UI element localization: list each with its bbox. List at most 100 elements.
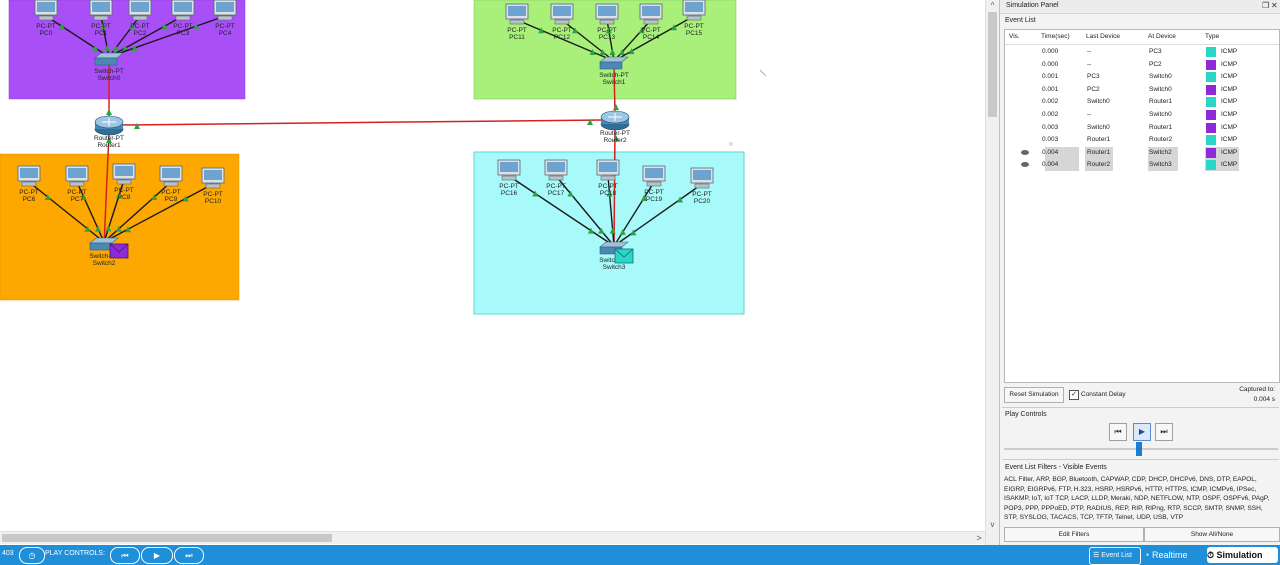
speed-slider-thumb[interactable] <box>1136 442 1142 456</box>
pc-device[interactable] <box>497 159 521 181</box>
router-device[interactable] <box>600 110 630 131</box>
workspace-vertical-scrollbar[interactable]: ^ v <box>985 0 999 545</box>
switch-device[interactable] <box>89 237 119 251</box>
cable-link <box>120 119 604 126</box>
simulation-icon: ⏱ <box>1207 550 1215 560</box>
event-time: 0.004 <box>1042 148 1059 156</box>
pc-device[interactable] <box>171 0 195 21</box>
switch-device[interactable] <box>599 241 629 255</box>
pc-device[interactable] <box>65 165 89 187</box>
switch-device[interactable] <box>94 52 124 66</box>
pc-device[interactable] <box>639 3 663 25</box>
scroll-up-icon[interactable]: ^ <box>990 1 995 10</box>
show-all-none-button[interactable]: Show All/None <box>1144 527 1280 542</box>
pc-device[interactable] <box>201 167 225 189</box>
event-at-device: Switch0 <box>1149 73 1172 81</box>
horizontal-scroll-thumb[interactable] <box>2 534 332 542</box>
pdu-envelope-switch2[interactable] <box>109 243 129 259</box>
pc-type-label: PC-PT <box>173 23 193 30</box>
event-time: 0.000 <box>1042 48 1059 55</box>
constant-delay-checkbox[interactable]: ✓ <box>1069 390 1079 400</box>
pc-device[interactable] <box>596 159 620 181</box>
link-up-indicator <box>677 196 683 203</box>
pc-device[interactable] <box>690 167 714 189</box>
pc-device[interactable] <box>17 165 41 187</box>
link-up-indicator <box>638 27 645 34</box>
event-type: ICMP <box>1221 85 1238 93</box>
event-list-header: Vis. Time(sec) Last Device At Device Typ… <box>1005 30 1279 45</box>
simulation-mode-tab[interactable]: ⏱ Simulation <box>1207 547 1278 563</box>
event-list-toggle-button[interactable]: ☰ Event List <box>1089 547 1141 565</box>
pc-device[interactable] <box>159 165 183 187</box>
event-color-swatch <box>1206 160 1216 171</box>
pc-device[interactable] <box>89 0 113 21</box>
constant-delay-label: Constant Delay <box>1081 391 1126 398</box>
event-time: 0.003 <box>1042 123 1059 131</box>
realtime-clock-icon: ◔ <box>1144 550 1150 560</box>
realtime-mode-tab[interactable]: ◔ Realtime <box>1144 547 1206 563</box>
simulation-panel: Simulation Panel ❐ ✕ Event List Vis. Tim… <box>999 0 1280 545</box>
reset-time-button[interactable]: ◷ <box>19 547 45 564</box>
eye-icon[interactable] <box>1021 162 1029 168</box>
event-list-table[interactable]: Vis. Time(sec) Last Device At Device Typ… <box>1004 29 1280 383</box>
event-last-device: Switch0 <box>1087 98 1110 106</box>
switch-name-label: Switch2 <box>93 260 116 267</box>
time-readout: 403 <box>2 550 14 557</box>
pc-device[interactable] <box>642 165 666 187</box>
play-button[interactable]: ▶ <box>1133 423 1151 441</box>
scroll-down-icon[interactable]: v <box>990 520 995 529</box>
vertical-scroll-thumb[interactable] <box>988 12 997 117</box>
reset-simulation-button[interactable]: Reset Simulation <box>1004 387 1064 403</box>
pc-type-label: PC-PT <box>644 189 664 196</box>
pc-device[interactable] <box>550 3 574 25</box>
pc-device[interactable] <box>505 3 529 25</box>
pc-device[interactable] <box>34 0 58 21</box>
router-device[interactable] <box>94 115 124 136</box>
captured-value: 0.004 s <box>1253 396 1275 403</box>
pc-device[interactable] <box>595 3 619 25</box>
undock-icon[interactable]: ❐ <box>1262 1 1270 10</box>
back-step-button[interactable]: ⏮ <box>1109 423 1127 441</box>
switch-device[interactable] <box>599 56 629 70</box>
event-at-device: Switch2 <box>1149 148 1172 156</box>
edit-filters-button[interactable]: Edit Filters <box>1004 527 1144 542</box>
bar-play-button[interactable]: ▶ <box>141 547 173 564</box>
close-icon[interactable]: ✕ <box>1271 1 1278 10</box>
pc-device[interactable] <box>544 159 568 181</box>
bar-back-button[interactable]: ⏮ <box>110 547 140 564</box>
event-list-button-label: Event List <box>1101 552 1132 559</box>
pdu-envelope-switch3[interactable] <box>614 248 634 264</box>
event-color-swatch <box>1206 59 1216 70</box>
event-color-swatch <box>1206 110 1216 120</box>
link-up-indicator <box>134 123 140 129</box>
pc-device[interactable] <box>213 0 237 21</box>
event-at-device: Switch3 <box>1149 161 1172 169</box>
link-up-indicator <box>609 227 616 234</box>
eye-icon[interactable] <box>1021 149 1029 155</box>
cable-link <box>613 181 655 247</box>
cable-link <box>108 15 184 58</box>
bar-forward-button[interactable]: ⏭ <box>174 547 204 564</box>
event-at-device: Router2 <box>1149 136 1173 144</box>
workspace-horizontal-scrollbar[interactable]: > <box>0 531 985 544</box>
event-last-device: -- <box>1087 60 1092 68</box>
network-topology[interactable]: PC-PTPC0PC-PTPC1PC-PTPC2PC-PTPC3PC-PTPC4… <box>0 0 985 545</box>
pc-device[interactable] <box>112 163 136 185</box>
forward-step-button[interactable]: ⏭ <box>1155 423 1173 441</box>
event-last-device: Switch0 <box>1087 123 1110 131</box>
pc-device[interactable] <box>682 0 706 21</box>
pc-type-label: PC-PT <box>91 23 111 30</box>
scroll-right-icon[interactable]: > <box>976 533 982 543</box>
pc-device[interactable] <box>128 0 152 21</box>
